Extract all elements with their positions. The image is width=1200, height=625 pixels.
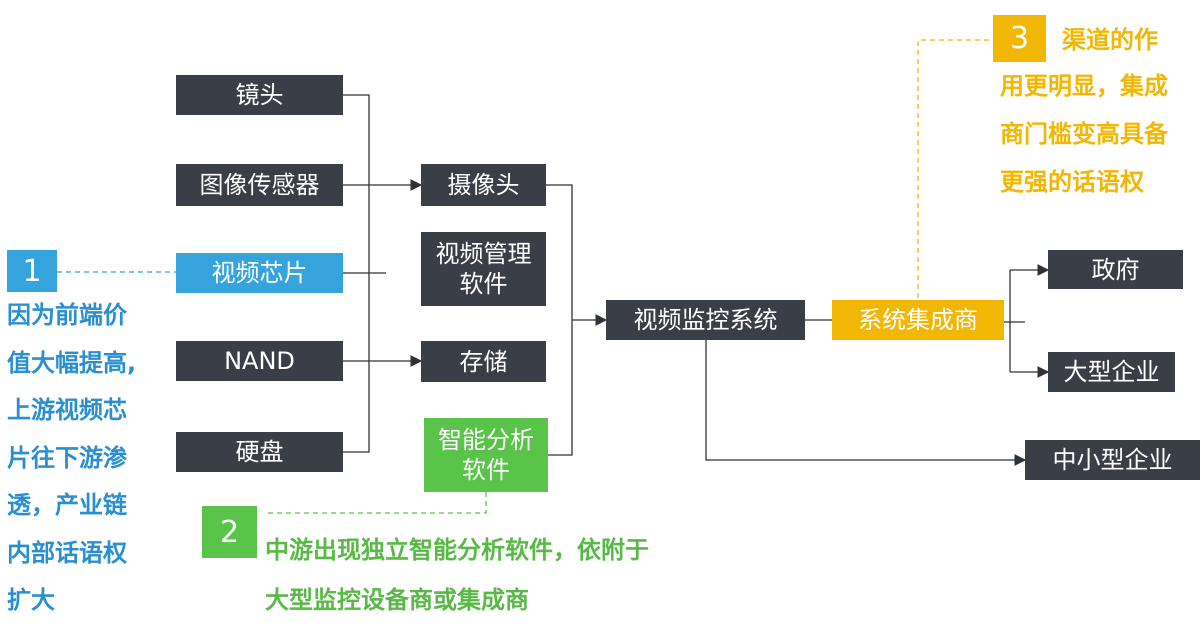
- node-lens: 镜头: [176, 75, 343, 115]
- node-camera: 摄像头: [421, 164, 546, 206]
- note3-line: 用更明显，集成: [1000, 72, 1168, 100]
- note1-line: 片往下游渗: [7, 443, 127, 472]
- note1-line: 内部话语权: [7, 538, 127, 567]
- note1-text: 因为前端价 值大幅提高, 上游视频芯 片往下游渗 透，产业链 内部话语权 扩大: [7, 292, 136, 625]
- note1-line: 因为前端价: [7, 301, 127, 329]
- note3-first-line: 渠道的作: [1062, 26, 1158, 54]
- node-large-enterprise: 大型企业: [1048, 352, 1175, 392]
- node-video-chip: 视频芯片: [176, 253, 343, 293]
- note2-line: 中游出现独立智能分析软件，依附于: [265, 536, 649, 564]
- note3-line: 商门槛变高具备: [1000, 120, 1168, 148]
- arrow-to-sme: [705, 340, 1027, 466]
- note3-text: 用更明显，集成 商门槛变高具备 更强的话语权: [1000, 62, 1168, 206]
- vms-label-line2: 软件: [459, 270, 508, 298]
- node-sme: 中小型企业: [1025, 440, 1200, 480]
- dash-note3: [917, 39, 993, 298]
- note1-line: 扩大: [7, 586, 55, 614]
- node-system-integrator: 系统集成商: [832, 300, 1004, 340]
- note1-line: 透，产业链: [7, 491, 127, 519]
- bracket-midstream: [546, 184, 573, 456]
- node-government: 政府: [1048, 250, 1183, 289]
- note3-number-badge: 3: [993, 15, 1046, 62]
- note1-line: 值大幅提高,: [7, 348, 137, 377]
- note1-line: 上游视频芯: [7, 396, 127, 424]
- node-image-sensor: 图像传感器: [176, 164, 343, 206]
- node-storage: 存储: [421, 341, 546, 382]
- node-hard-disk: 硬盘: [176, 432, 343, 472]
- node-video-surveillance-system: 视频监控系统: [606, 300, 805, 340]
- vms-label-line1: 视频管理: [435, 240, 532, 268]
- node-intelligent-analytics-software: 智能分析 软件: [424, 418, 548, 492]
- note1-number-badge: 1: [7, 250, 57, 292]
- note2-text: 中游出现独立智能分析软件，依附于 大型监控设备商或集成商: [265, 525, 649, 625]
- note3-line: 更强的话语权: [1000, 168, 1144, 196]
- note2-number-badge: 2: [202, 506, 257, 558]
- node-nand: NAND: [176, 341, 343, 381]
- dash-note2: [264, 492, 487, 514]
- note2-line: 大型监控设备商或集成商: [265, 586, 529, 614]
- analytics-label-line2: 软件: [462, 456, 510, 484]
- node-video-management-software: 视频管理 软件: [421, 232, 546, 306]
- analytics-label-line1: 智能分析: [438, 426, 534, 454]
